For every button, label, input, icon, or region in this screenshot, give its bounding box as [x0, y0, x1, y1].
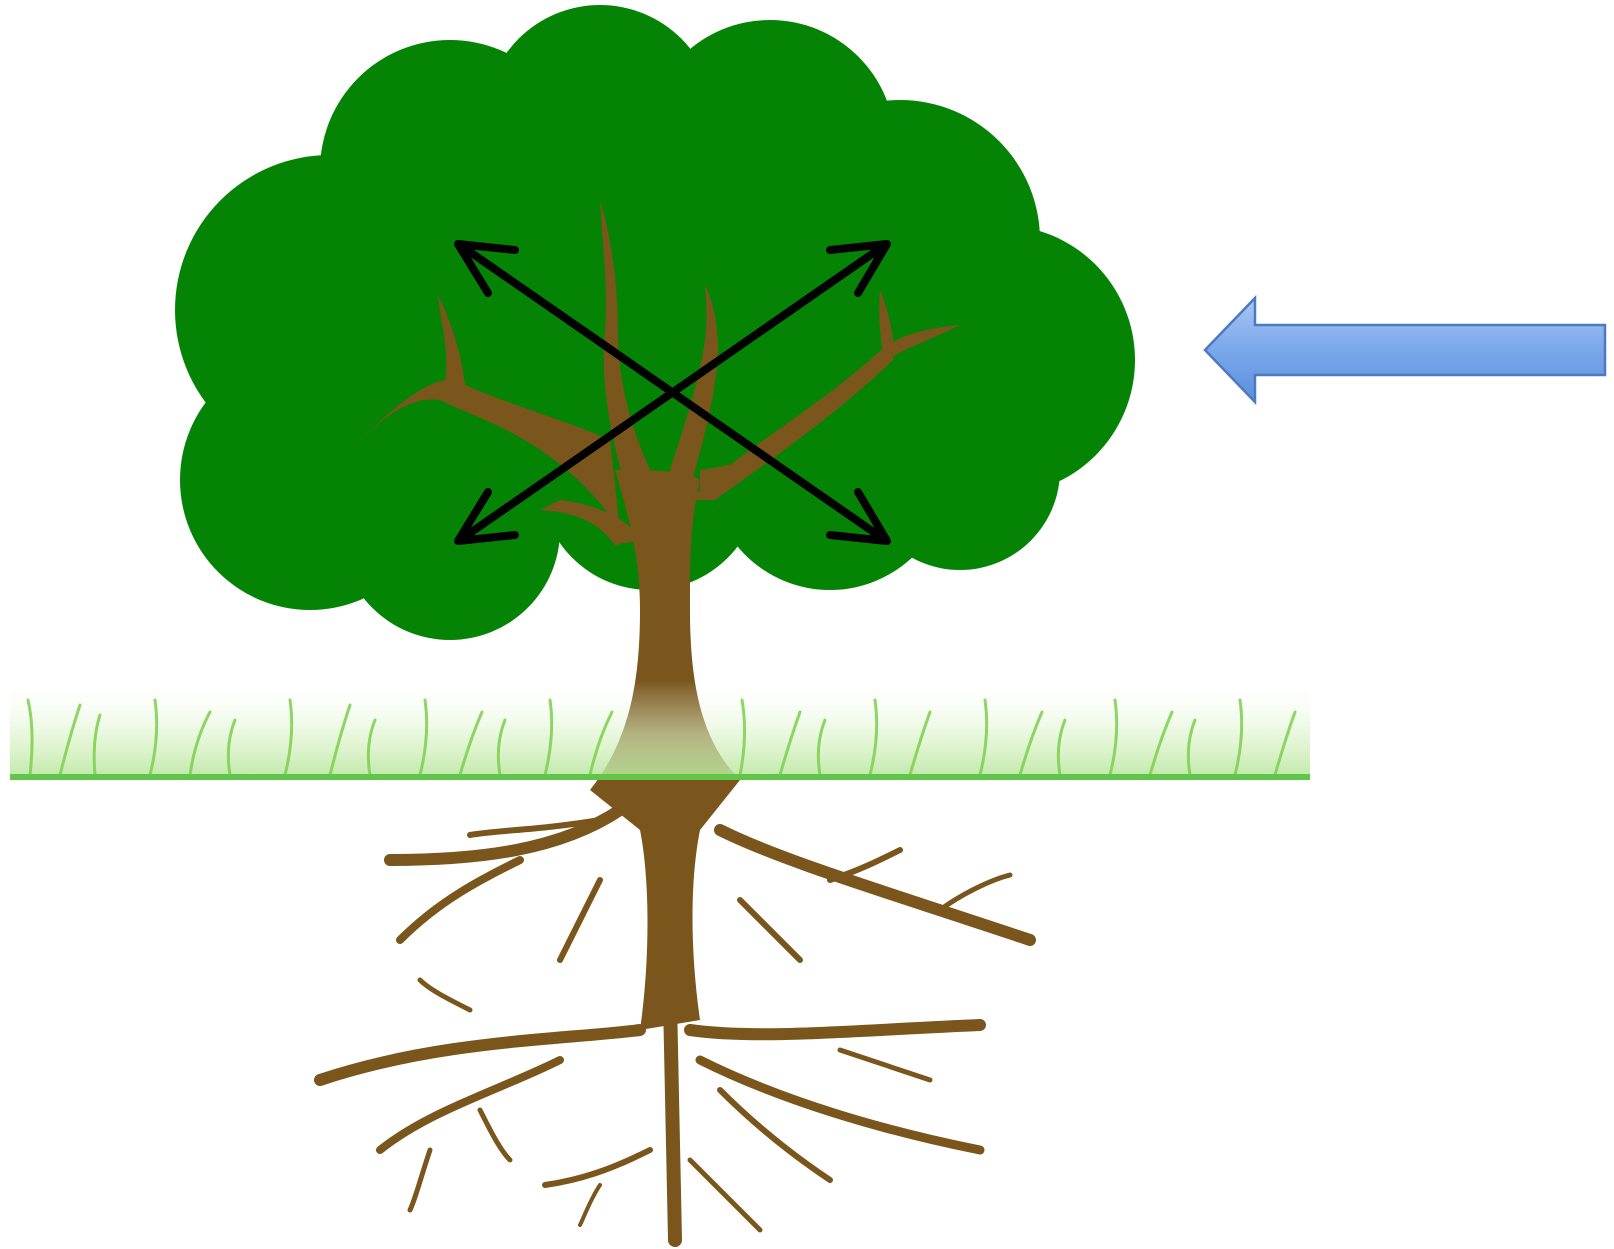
tree-roots-icon	[314, 804, 1036, 1247]
arrowhead-se	[826, 488, 891, 545]
arrowhead-sw	[454, 488, 519, 545]
arrowhead-nw	[454, 240, 519, 297]
grass-strip-icon	[10, 680, 1310, 780]
arrowhead-ne	[826, 240, 891, 297]
spread-arrows-icon	[454, 240, 891, 545]
diagonal-arrow-ne-sw	[456, 241, 889, 544]
input-arrow-icon	[1203, 294, 1607, 406]
